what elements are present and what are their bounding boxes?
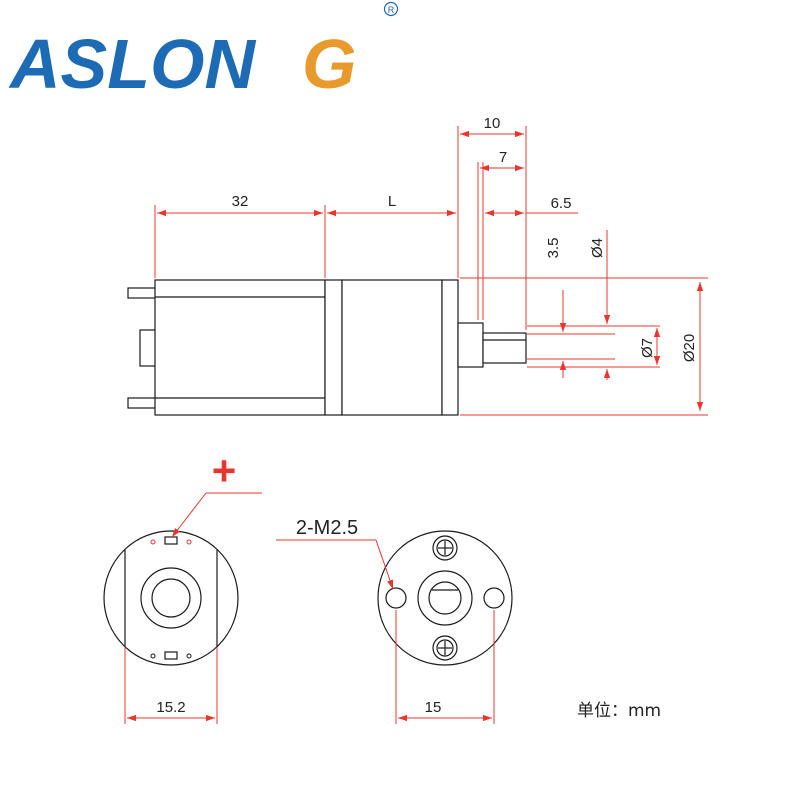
- rear-view-dimensions: + 15.2: [124, 447, 262, 724]
- dim-dia-20: Ø20: [681, 334, 698, 362]
- dim-l: L: [388, 193, 396, 210]
- mount-hole-right: [483, 587, 505, 609]
- brand-logo: ASLON G R: [8, 1, 399, 103]
- side-view-dimensions: 32 L 10 7 6.5 3.5 Ø4 Ø7 Ø20: [154, 115, 708, 416]
- dim-15: 15: [425, 699, 442, 716]
- dim-3-5: 3.5: [545, 238, 562, 259]
- motor-end-cap: [139, 329, 157, 367]
- dim-10: 10: [484, 115, 501, 132]
- rear-bore: [151, 578, 191, 618]
- terminal-top: [127, 287, 157, 299]
- gearbox-joint: [324, 279, 343, 416]
- brand-name: ASLON: [8, 25, 256, 103]
- front-shaft: [428, 581, 462, 615]
- gearbox-front-view: [377, 530, 513, 666]
- output-shaft: [482, 332, 527, 364]
- terminal-positive: [164, 536, 178, 545]
- motor-body: [154, 279, 326, 416]
- dim-15-2: 15.2: [156, 699, 185, 716]
- gearbox-body: [341, 279, 443, 416]
- unit-label: 单位：mm: [577, 701, 661, 721]
- shaft-boss: [457, 322, 484, 368]
- front-view-dimensions: 2-M2.5 15: [276, 517, 495, 724]
- gearbox-flange: [441, 279, 459, 416]
- brand-letter-g: G: [302, 25, 356, 103]
- registered-mark: R: [388, 5, 395, 15]
- terminal-negative: [164, 651, 178, 660]
- dim-7: 7: [499, 149, 507, 166]
- motor-side-view: [127, 279, 527, 416]
- registered-mark-icon: [383, 1, 399, 17]
- dim-32: 32: [232, 193, 249, 210]
- screw-callout: 2-M2.5: [296, 517, 358, 539]
- motor-rear-view: [103, 530, 239, 666]
- mount-hole-left: [385, 587, 407, 609]
- terminal-bottom: [127, 397, 157, 409]
- polarity-leader: [171, 492, 207, 538]
- dim-dia-4: Ø4: [589, 238, 606, 258]
- polarity-plus: +: [212, 447, 237, 494]
- dim-dia-7: Ø7: [639, 338, 656, 358]
- screw-leader: [375, 539, 394, 590]
- dim-6-5: 6.5: [551, 195, 572, 212]
